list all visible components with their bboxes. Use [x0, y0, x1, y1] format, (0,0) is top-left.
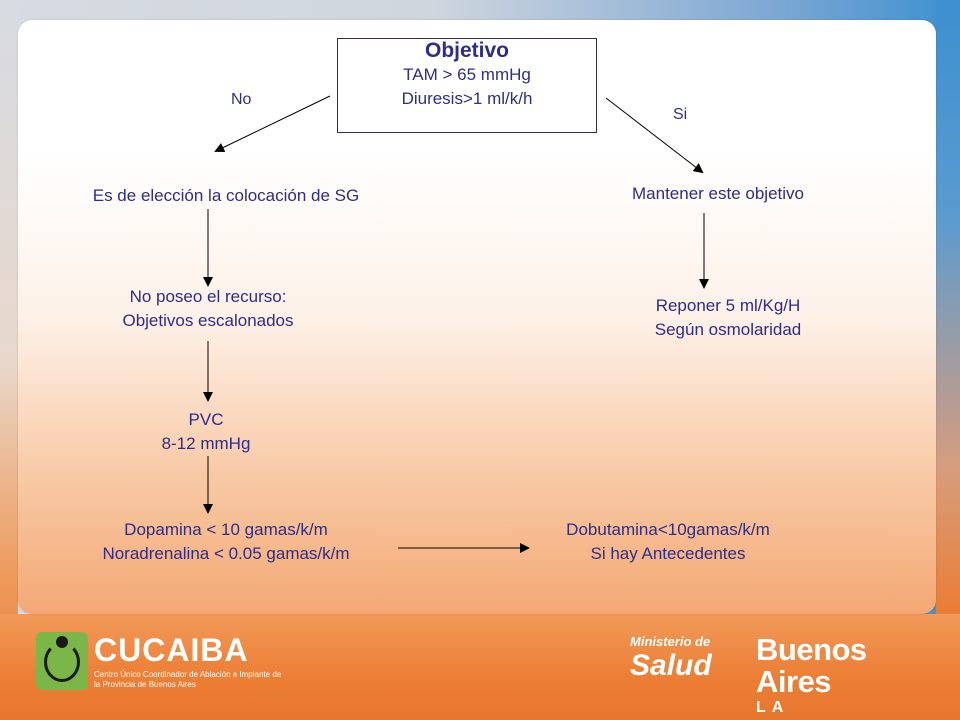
- node-dobutamina-line1: Dobutamina<10gamas/k/m: [566, 520, 770, 539]
- node-objetivos-escalonados: No poseo el recurso: Objetivos escalonad…: [88, 285, 328, 333]
- cucaiba-logo: CUCAIBA Centro Único Coordinador de Abla…: [36, 632, 281, 694]
- node-dobutamina: Dobutamina<10gamas/k/m Si hay Antecedent…: [528, 518, 808, 566]
- node-objetivos-escalonados-line2: Objetivos escalonados: [122, 311, 294, 330]
- ministerio-salud-logo: Ministerio de Salud: [630, 634, 730, 686]
- cucaiba-logo-icon: [36, 632, 88, 690]
- objective-box: Objetivo TAM > 65 mmHg Diuresis>1 ml/k/h: [337, 38, 597, 133]
- node-reponer: Reponer 5 ml/Kg/H Según osmolaridad: [616, 294, 840, 342]
- node-reponer-line2: Según osmolaridad: [654, 320, 802, 339]
- slide-top-strip: [0, 0, 960, 20]
- cucaiba-logo-name: CUCAIBA: [94, 632, 249, 668]
- node-colocacion-sg: Es de elección la colocación de SG: [52, 184, 400, 208]
- node-pvc-line1: PVC: [188, 410, 224, 429]
- slide-right-edge: [936, 0, 960, 720]
- node-mantener-objetivo-text: Mantener este objetivo: [632, 184, 804, 203]
- buenos-aires-logo: Buenos Aires LA PROVINCIA: [756, 634, 936, 720]
- objective-tam: TAM > 65 mmHg: [403, 65, 531, 84]
- node-objetivos-escalonados-line1: No poseo el recurso:: [129, 287, 287, 306]
- buenos-aires-logo-provincia: LA PROVINCIA: [756, 699, 893, 720]
- arrow-objective-to-no: [214, 95, 331, 153]
- node-dopamina-line: Dopamina < 10 gamas/k/m: [124, 520, 328, 539]
- node-dobutamina-line2: Si hay Antecedentes: [590, 544, 746, 563]
- footer-band: [0, 614, 960, 720]
- cucaiba-logo-subtitle: Centro Único Coordinador de Ablación e I…: [94, 670, 282, 689]
- branch-label-si: Si: [673, 106, 688, 123]
- node-pvc-line2: 8-12 mmHg: [161, 434, 251, 453]
- node-reponer-line1: Reponer 5 ml/Kg/H: [655, 296, 801, 315]
- ministerio-logo-small: Ministerio de: [630, 634, 711, 649]
- objective-title: Objetivo: [424, 39, 509, 62]
- arrow-objective-to-si: [605, 97, 704, 174]
- ministerio-logo-big: Salud: [630, 649, 712, 682]
- node-mantener-objetivo: Mantener este objetivo: [600, 182, 836, 206]
- node-noradrenalina-line: Noradrenalina < 0.05 gamas/k/m: [102, 544, 350, 563]
- node-pvc: PVC 8-12 mmHg: [136, 408, 276, 456]
- buenos-aires-logo-name: Buenos Aires: [756, 632, 867, 699]
- objective-diuresis: Diuresis>1 ml/k/h: [401, 89, 533, 108]
- slide-left-edge: [0, 0, 18, 720]
- node-colocacion-sg-text: Es de elección la colocación de SG: [92, 186, 360, 205]
- branch-label-no: No: [231, 91, 252, 108]
- node-dopamina-noradrenalina: Dopamina < 10 gamas/k/m Noradrenalina < …: [54, 518, 398, 566]
